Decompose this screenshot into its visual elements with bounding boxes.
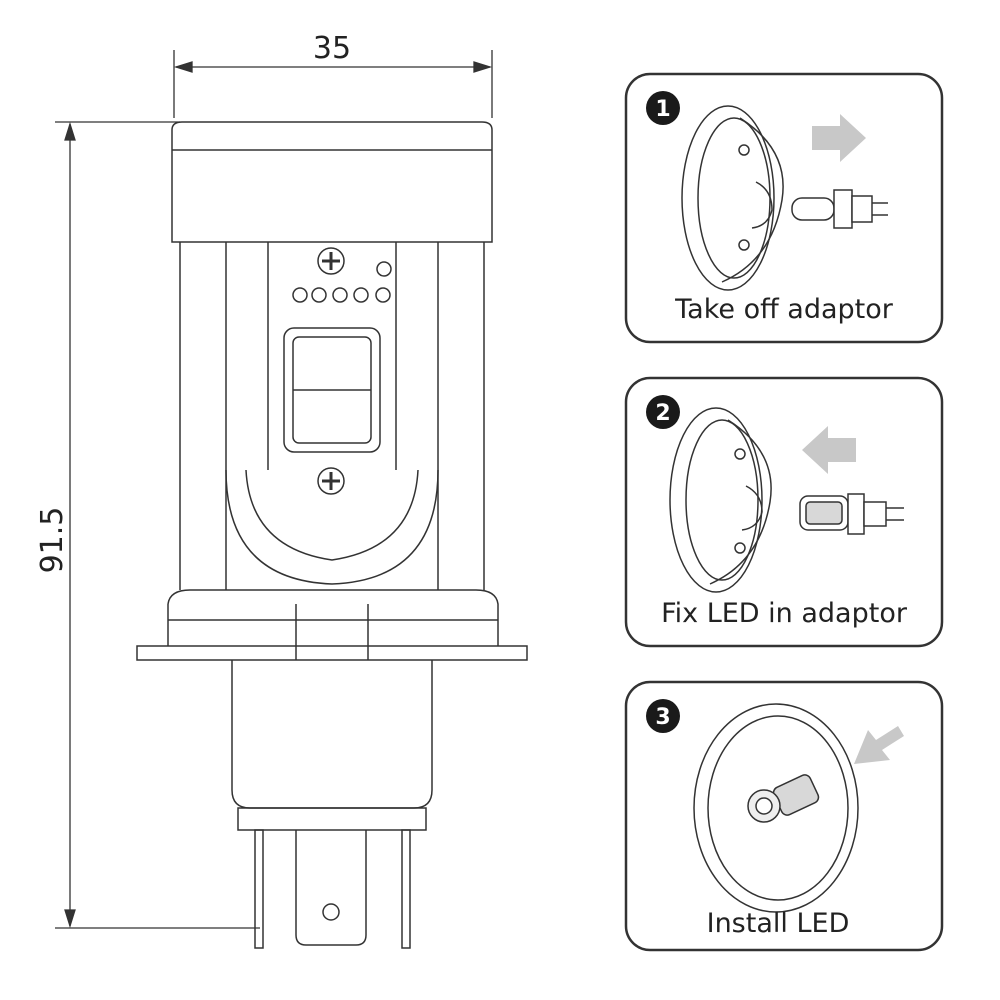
arrow-left-icon (802, 426, 856, 474)
installed-led-bulb-icon (747, 774, 820, 823)
led-dot-row (292, 261, 392, 303)
step-panel-2: 2 Fix LED in adaptor (624, 376, 944, 648)
step-2-number: 2 (655, 401, 670, 426)
arrowhead-left-icon (173, 61, 193, 73)
height-dimension (55, 121, 260, 929)
reflector-icon (681, 105, 784, 291)
arrow-right-icon (812, 114, 866, 162)
step-3-caption: Install LED (707, 908, 850, 939)
width-dimension-label: 35 (313, 31, 351, 66)
height-dimension-label: 91.5 (35, 507, 70, 574)
step-2-badge (646, 395, 680, 429)
step-1-number: 1 (655, 97, 670, 122)
led-chip (283, 327, 381, 453)
top-screw-icon (317, 247, 345, 275)
step-3-badge (646, 699, 680, 733)
headlamp-housing-icon (693, 703, 859, 913)
step-1-caption: Take off adaptor (674, 294, 894, 325)
step-panel-3: 3 Install LED (624, 680, 944, 952)
halogen-bulb-icon (791, 189, 888, 229)
reflector-icon (669, 407, 772, 593)
step-panel-1: 1 Take off adaptor (624, 72, 944, 344)
arrowhead-right-icon (473, 61, 493, 73)
bottom-screw-icon (317, 467, 345, 495)
width-dimension (173, 50, 493, 118)
step-2-caption: Fix LED in adaptor (661, 598, 908, 629)
led-bulb-drawing (136, 121, 528, 949)
arrowhead-down-icon (64, 909, 76, 929)
step-1-badge (646, 91, 680, 125)
arrow-diagonal-icon (854, 726, 904, 764)
connector-pins (254, 829, 411, 949)
led-bulb-icon (799, 493, 904, 535)
arrowhead-up-icon (64, 121, 76, 141)
step-3-number: 3 (655, 705, 670, 730)
